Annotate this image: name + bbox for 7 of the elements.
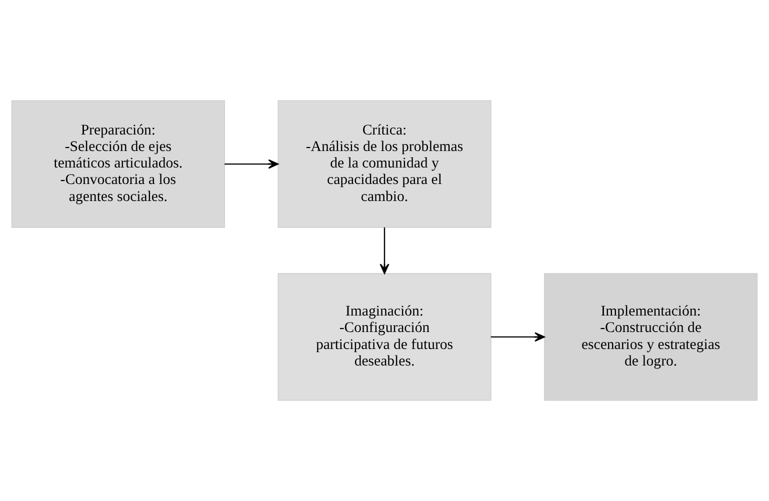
- node-box: Implementación: -Construcción de escenarios y estrategias de logro.: [544, 273, 758, 401]
- arrow: [224, 159, 279, 169]
- node-box: Crítica: -Análisis de los problemas de la comunidad y capacidades para el cambio.: [278, 100, 492, 228]
- arrow: [490, 332, 545, 342]
- node-box: Imaginación: -Configuración participativa de futuros deseables.: [278, 273, 492, 401]
- arrow: [380, 227, 390, 274]
- node-box: Preparación: -Selección de ejes temáticos articulados. -Convocatoria a los agentes sociales.: [11, 100, 225, 228]
